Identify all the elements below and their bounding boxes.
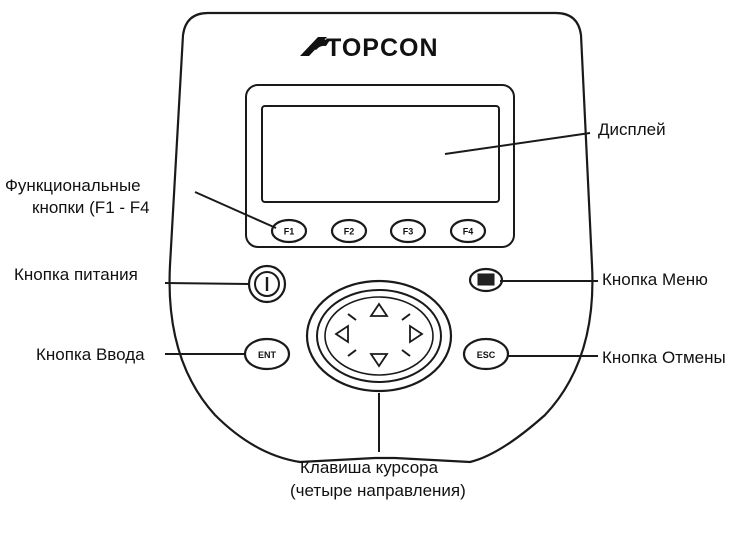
- f4-key-label: F4: [463, 227, 474, 237]
- label-enter: Кнопка Ввода: [36, 345, 145, 364]
- menu-button[interactable]: [468, 267, 504, 293]
- f2-key[interactable]: F2: [330, 218, 368, 244]
- callout-display: [444, 132, 591, 155]
- label-function-keys-line2: кнопки (F1 - F4: [32, 198, 150, 217]
- arrow-up-icon[interactable]: [369, 302, 389, 317]
- label-power: Кнопка питания: [14, 265, 138, 284]
- power-button[interactable]: [247, 264, 287, 304]
- esc-button[interactable]: ESC: [462, 337, 510, 371]
- display-screen: [261, 105, 500, 203]
- arrow-right-icon[interactable]: [409, 324, 424, 344]
- cursor-pad[interactable]: [305, 279, 453, 393]
- brand-name: TOPCON: [326, 34, 439, 62]
- menu-icon: [477, 273, 495, 286]
- enter-button[interactable]: ENT: [243, 337, 291, 371]
- label-display: Дисплей: [598, 120, 666, 139]
- arrow-down-icon[interactable]: [369, 353, 389, 368]
- arrow-left-icon[interactable]: [334, 324, 349, 344]
- callout-power: [164, 282, 250, 285]
- label-cursor-line2: (четыре направления): [290, 481, 466, 500]
- f3-key-label: F3: [403, 227, 414, 237]
- f4-key[interactable]: F4: [449, 218, 487, 244]
- f1-key[interactable]: F1: [270, 218, 308, 244]
- label-menu: Кнопка Меню: [602, 270, 708, 289]
- f3-key[interactable]: F3: [389, 218, 427, 244]
- label-function-keys-line1: Функциональные: [5, 176, 141, 195]
- label-cursor-line1: Клавиша курсора: [300, 458, 439, 477]
- enter-key-label: ENT: [258, 350, 277, 360]
- topcon-logo: TOPCON: [300, 34, 439, 62]
- esc-key-label: ESC: [477, 350, 496, 360]
- topcon-logo-icon: [300, 37, 330, 56]
- label-esc: Кнопка Отмены: [602, 348, 726, 367]
- f1-key-label: F1: [284, 227, 295, 237]
- callout-function-keys: [194, 191, 277, 229]
- f2-key-label: F2: [344, 227, 355, 237]
- callout-lines: [164, 132, 598, 452]
